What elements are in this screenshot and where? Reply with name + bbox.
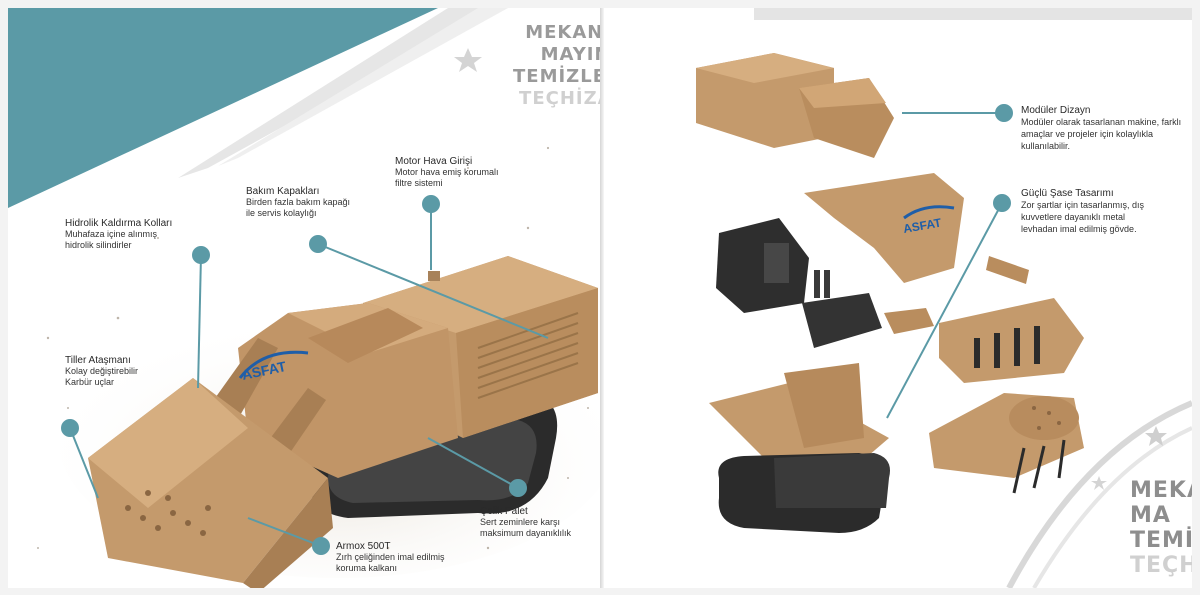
callout-line: kuvvetlere dayanıklı metal	[1021, 212, 1126, 222]
right-title: MEKA MA TEMİZLE TEÇHİZ	[1130, 478, 1192, 578]
tiller-module	[939, 298, 1084, 383]
callout-title: Tiller Ataşmanı	[65, 355, 131, 366]
callout-line: Sert zeminlere karşı	[480, 517, 561, 527]
callout-tiller-attachment: Tiller Ataşmanı Kolay değiştirebilir Kar…	[65, 355, 138, 388]
star-icon	[454, 48, 482, 72]
callout-title: Motor Hava Girişi	[395, 156, 473, 167]
callout-line: Motor hava emiş korumalı	[395, 167, 499, 177]
callout-line: Zor şartlar için tasarlanmış, dış	[1021, 200, 1145, 210]
left-title-line-4: TEÇHİZATI	[519, 88, 600, 109]
callout-title: Bakım Kapakları	[246, 186, 320, 197]
callout-armox-500t: Armox 500T Zırh çeliğinden imal edilmiş …	[336, 541, 445, 574]
callout-title: Modüler Dizayn	[1021, 105, 1091, 116]
callout-line: ile servis kolaylığı	[246, 208, 317, 218]
callout-line: maksimum dayanıklılık	[480, 528, 572, 538]
callout-title: Hidrolik Kaldırma Kolları	[65, 218, 173, 229]
callout-title: Güçlü Şase Tasarımı	[1021, 188, 1114, 199]
callout-title: Armox 500T	[336, 541, 391, 552]
callout-modular-design: Modüler Dizayn Modüler olarak tasarlanan…	[1021, 105, 1181, 152]
callout-maintenance-covers: Bakım Kapakları Birden fazla bakım kapağ…	[246, 186, 350, 219]
callout-title: Çelik Palet	[480, 506, 528, 517]
right-title-line-1: MEKA	[1130, 478, 1192, 503]
callout-line: levhadan imal edilmiş gövde.	[1021, 224, 1137, 234]
chassis-frame-module	[804, 173, 964, 283]
callout-line: Zırh çeliğinden imal edilmiş	[336, 552, 445, 562]
fuel-tank-module	[802, 293, 882, 348]
star-icon	[1091, 476, 1107, 490]
callout-line: Muhafaza içine alınmış	[65, 229, 158, 239]
asfat-logo: ASFAT	[902, 215, 943, 236]
exploded-view-illustration: ASFAT	[696, 8, 1192, 588]
callout-line: koruma kalkanı	[336, 563, 398, 573]
engine-module	[716, 218, 809, 313]
right-page: ASFAT	[604, 8, 1192, 588]
assembled-mine-clearing-machine: ASFAT	[58, 195, 600, 588]
callout-line: filtre sistemi	[395, 178, 443, 188]
left-title-line-3: TEMİZLEME	[513, 66, 600, 87]
callout-hydraulic-lift-arms: Hidrolik Kaldırma Kolları Muhafaza içine…	[65, 218, 172, 251]
callout-strong-chassis: Güçlü Şase Tasarımı Zor şartlar için tas…	[1021, 188, 1144, 235]
callout-line: amaçlar ve projeler için kolaylıkla	[1021, 129, 1154, 139]
callout-engine-air-intake: Motor Hava Girişi Motor hava emiş koruma…	[395, 156, 499, 189]
callout-line: Birden fazla bakım kapağı	[246, 197, 351, 207]
callout-line: kullanılabilir.	[1021, 141, 1071, 151]
callout-line: Kolay değiştirebilir	[65, 366, 139, 376]
star-icon	[1145, 426, 1167, 446]
callout-steel-track: Çelik Palet Sert zeminlere karşı maksimu…	[480, 506, 571, 539]
callout-line: Modüler olarak tasarlanan makine, farklı	[1021, 117, 1182, 127]
left-page: MEKANIK MAYIN TEMİZLEME TEÇHİZATI	[8, 8, 600, 588]
callout-line: Karbür uçlar	[65, 377, 115, 387]
right-title-line-3: TEMİZLE	[1130, 528, 1192, 553]
callout-line: hidrolik silindirler	[65, 240, 132, 250]
left-title-line-2: MAYIN	[540, 44, 600, 65]
page-gutter	[600, 8, 604, 588]
right-title-line-4: TEÇHİZ	[1130, 553, 1192, 578]
left-title: MEKANIK MAYIN TEMİZLEME TEÇHİZATI	[513, 22, 600, 110]
right-title-line-2: MA	[1130, 503, 1171, 528]
dust-speckles	[37, 146, 589, 550]
left-title-line-1: MEKANIK	[525, 22, 600, 43]
teal-corner-banner	[8, 8, 508, 208]
